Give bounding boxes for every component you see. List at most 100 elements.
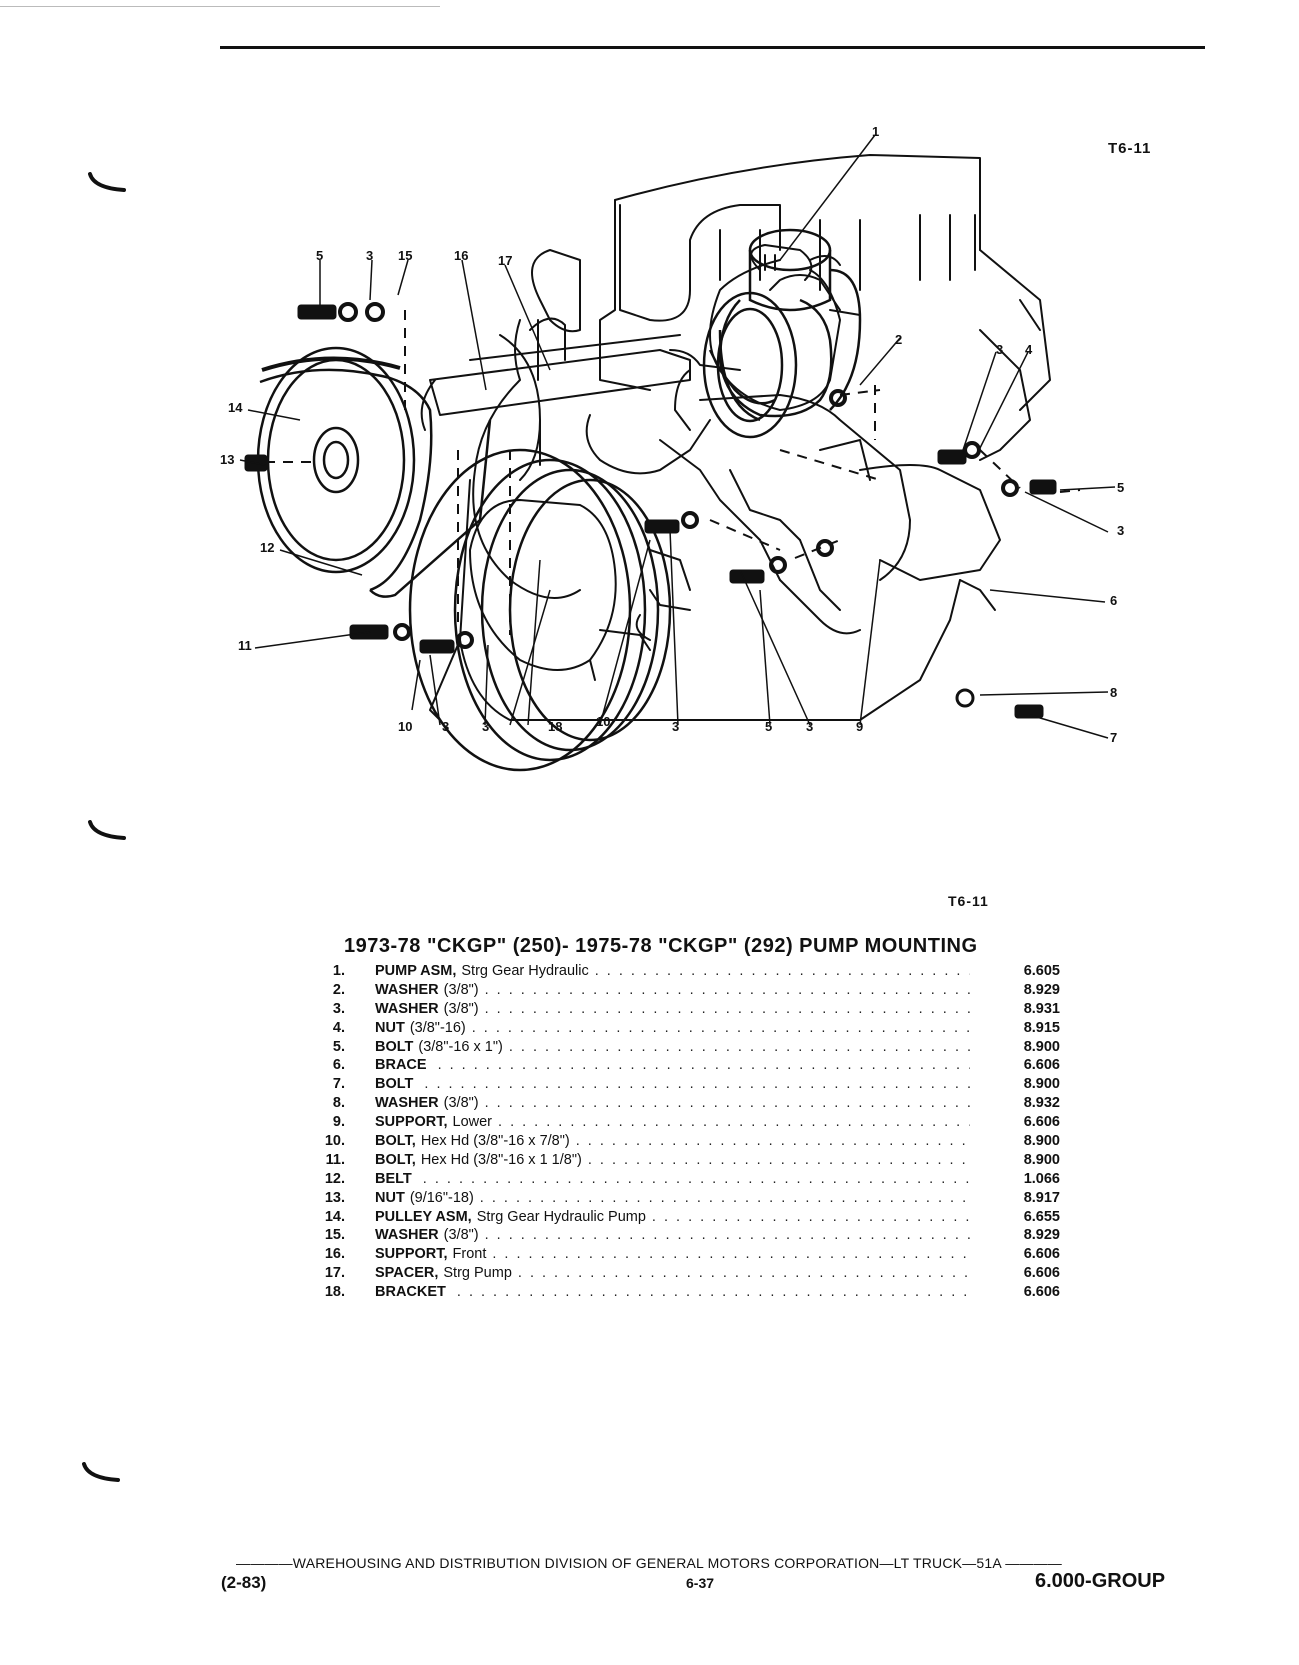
dot-leader: . . . . . . . . . . . . . . . . . . . . …: [651, 1208, 970, 1225]
section-title: 1973-78 "CKGP" (250)- 1975-78 "CKGP" (29…: [344, 935, 978, 957]
part-description: BRACE. . . . . . . . . . . . . . . . . .…: [375, 1056, 970, 1075]
part-number: 1.: [332, 963, 345, 979]
part-description: NUT(3/8"-16) . . . . . . . . . . . . . . …: [375, 1019, 970, 1038]
dot-leader: . . . . . . . . . . . . . . . . . . . . …: [422, 1170, 970, 1187]
footer-publisher-line: ————WAREHOUSING AND DISTRIBUTION DIVISIO…: [236, 1555, 1063, 1571]
part-spec: Strg Gear Hydraulic Pump: [476, 1208, 646, 1225]
part-number: 8.: [332, 1095, 345, 1112]
callout-3e: 3: [482, 719, 489, 734]
part-name: BOLT,: [375, 1133, 416, 1150]
part-name: BOLT: [375, 1038, 414, 1055]
part-description: SUPPORT,Lower. . . . . . . . . . . . . .…: [375, 1113, 970, 1132]
part-name: WASHER: [375, 981, 439, 998]
parts-row: 6. BRACE. . . . . . . . . . . . . . . . .…: [290, 1056, 1060, 1075]
part-group-number: 1.066: [1023, 1170, 1060, 1187]
callout-1: 1: [872, 124, 879, 139]
parts-row: 18. BRACKET. . . . . . . . . . . . . . . …: [290, 1283, 1060, 1302]
callout-3c: 3: [1117, 523, 1124, 538]
dot-leader: . . . . . . . . . . . . . . . . . . . . …: [498, 1114, 970, 1131]
part-description: WASHER(3/8"). . . . . . . . . . . . . . …: [375, 1000, 970, 1019]
part-group-number: 6.606: [1023, 1265, 1060, 1282]
part-spec: Hex Hd (3/8"-16 x 1 1/8"): [420, 1151, 582, 1168]
part-number: 3.: [332, 1000, 345, 1017]
pump-mounting-illustration: 1 2 3 3 3 3 3 3 3 4 5 5 5 6 7 8 9 10 10 …: [220, 124, 1124, 772]
binder-hole-mark-bottom: [82, 1462, 120, 1482]
callout-9: 9: [856, 719, 863, 734]
parts-row: 17. SPACER,Strg Pump. . . . . . . . . . .…: [290, 1264, 1060, 1283]
callout-3a: 3: [366, 248, 373, 263]
part-description: BRACKET. . . . . . . . . . . . . . . . .…: [375, 1283, 970, 1302]
callout-13: 13: [220, 452, 234, 467]
part-name: PULLEY ASM,: [375, 1208, 472, 1225]
callout-12: 12: [260, 540, 274, 555]
part-number: 17.: [324, 1265, 345, 1282]
binder-hole-mark-middle: [88, 820, 126, 840]
part-description: PUMP ASM,Strg Gear Hydraulic. . . . . . …: [375, 962, 970, 981]
part-description: NUT(9/16"-18). . . . . . . . . . . . . .…: [375, 1189, 970, 1208]
dot-leader: . . . . . . . . . . . . . . . . . . . . …: [508, 1038, 970, 1055]
part-name: SUPPORT,: [375, 1246, 448, 1263]
dot-leader: . . . . . . . . . . . . . . . . . . . . …: [587, 1151, 970, 1168]
callout-5c: 5: [765, 719, 772, 734]
part-spec: Hex Hd (3/8"-16 x 7/8"): [420, 1133, 570, 1150]
figure-code-bottom: T6-11: [948, 893, 989, 909]
callout-10a: 10: [398, 719, 412, 734]
part-number: 16.: [324, 1246, 345, 1263]
part-description: BOLT,Hex Hd (3/8"-16 x 7/8"). . . . . . …: [375, 1132, 970, 1151]
exploded-parts-diagram: 1 2 3 3 3 3 3 3 3 4 5 5 5 6 7 8 9 10 10 …: [220, 120, 1200, 810]
part-group-number: 8.932: [1023, 1095, 1060, 1112]
parts-row: 3. WASHER(3/8"). . . . . . . . . . . . . …: [290, 1000, 1060, 1019]
part-number: 6.: [332, 1057, 345, 1074]
part-group-number: 6.606: [1023, 1057, 1060, 1074]
part-spec: (3/8"): [443, 981, 479, 998]
part-spec: (3/8"-16): [409, 1019, 466, 1036]
parts-row: 9.SUPPORT,Lower. . . . . . . . . . . . .…: [290, 1113, 1060, 1132]
footer-group: 6.000-GROUP: [1035, 1570, 1166, 1592]
callout-3b: 3: [996, 342, 1003, 357]
part-spec: (3/8"): [443, 1227, 479, 1244]
part-number: 15.: [324, 1227, 345, 1244]
part-description: BELT. . . . . . . . . . . . . . . . . . …: [375, 1170, 970, 1189]
parts-row: 2.WASHER(3/8"). . . . . . . . . . . . . …: [290, 981, 1060, 1000]
callout-10b: 10: [596, 714, 610, 729]
dot-leader: . . . . . . . . . . . . . . . . . . . . …: [424, 1076, 970, 1093]
dot-leader: . . . . . . . . . . . . . . . . . . . . …: [484, 1095, 970, 1112]
part-name: BOLT: [375, 1076, 414, 1093]
part-spec: Lower: [452, 1114, 493, 1131]
part-name: NUT: [375, 1019, 405, 1036]
callout-18: 18: [548, 719, 562, 734]
callout-5b: 5: [1117, 480, 1124, 495]
part-description: WASHER(3/8") . . . . . . . . . . . . . . …: [375, 1094, 970, 1113]
part-description: WASHER(3/8"). . . . . . . . . . . . . . …: [375, 1226, 970, 1245]
callout-4: 4: [1025, 342, 1033, 357]
part-group-number: 6.655: [1023, 1208, 1060, 1225]
part-name: PUMP ASM,: [375, 963, 457, 979]
part-name: SPACER,: [375, 1265, 439, 1282]
part-number: 18.: [324, 1284, 345, 1301]
part-number: 5.: [332, 1038, 345, 1055]
part-group-number: 8.900: [1023, 1133, 1060, 1150]
callout-6: 6: [1110, 593, 1117, 608]
part-name: BRACE: [375, 1057, 427, 1074]
parts-row: 10.BOLT,Hex Hd (3/8"-16 x 7/8"). . . . .…: [290, 1132, 1060, 1151]
parts-row: 12.BELT. . . . . . . . . . . . . . . . .…: [290, 1170, 1060, 1189]
part-number: 13.: [324, 1189, 345, 1206]
part-group-number: 8.900: [1023, 1038, 1060, 1055]
footer-date: (2-83): [221, 1573, 267, 1592]
callout-16: 16: [454, 248, 468, 263]
dot-leader: . . . . . . . . . . . . . . . . . . . . …: [479, 1189, 970, 1206]
part-description: SUPPORT,Front. . . . . . . . . . . . . .…: [375, 1245, 970, 1264]
callout-3g: 3: [806, 719, 813, 734]
callout-3d: 3: [442, 719, 449, 734]
part-name: BOLT,: [375, 1151, 416, 1168]
part-description: SPACER,Strg Pump. . . . . . . . . . . . …: [375, 1264, 970, 1283]
figure-code-top: T6-11: [1108, 140, 1152, 157]
callout-3f: 3: [672, 719, 679, 734]
part-name: WASHER: [375, 1095, 439, 1112]
part-spec: (3/8"): [443, 1000, 479, 1017]
part-group-number: 6.606: [1023, 1246, 1060, 1263]
dot-leader: . . . . . . . . . . . . . . . . . . . . …: [471, 1019, 970, 1036]
part-name: WASHER: [375, 1227, 439, 1244]
part-spec: (3/8"): [443, 1095, 479, 1112]
part-spec: Strg Pump: [443, 1265, 512, 1282]
